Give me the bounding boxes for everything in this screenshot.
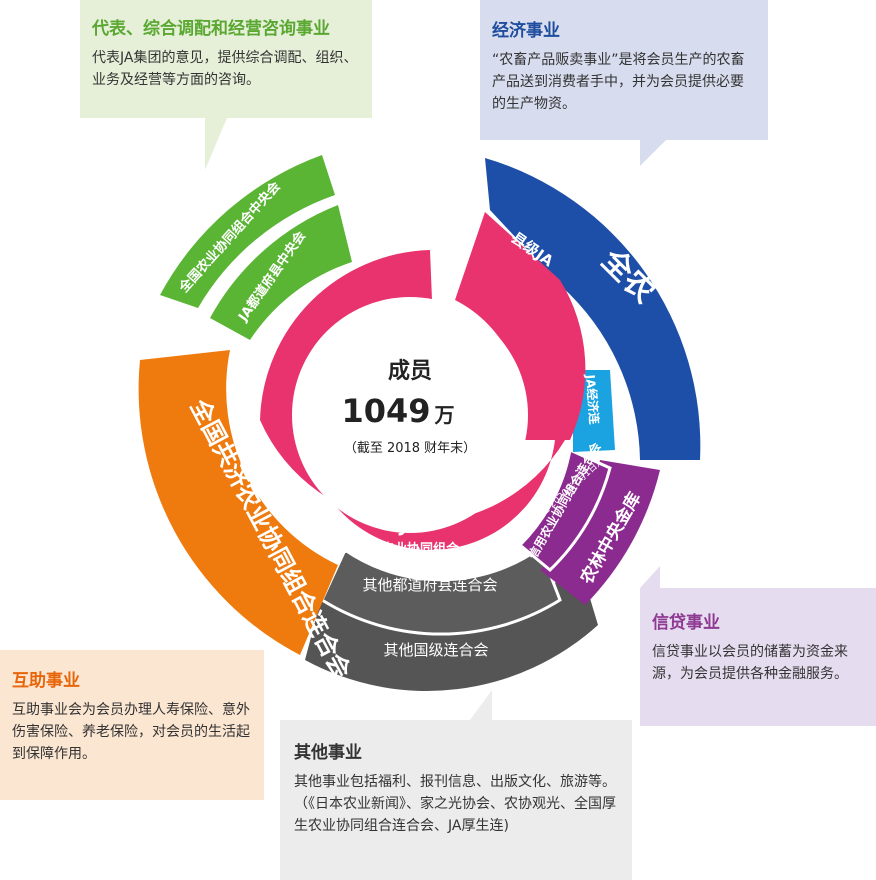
economy-pointer <box>640 140 666 166</box>
representation-box: 代表、综合调配和经营咨询事业 代表JA集团的意见，提供综合调配、组织、业务及经营… <box>80 0 372 118</box>
representation-desc: 代表JA集团的意见，提供综合调配、组织、业务及经营等方面的咨询。 <box>92 50 358 88</box>
central-union-segment <box>160 155 335 308</box>
norinchukin-segment <box>540 460 660 605</box>
ja-count-label: 584家农业协同组合 <box>341 541 460 557</box>
mutual-aid-desc: 互助事业会为会员办理人寿保险、意外伤害保险、养老保险，对会员的生活起到保障作用。 <box>12 702 250 762</box>
center-circle <box>292 297 528 533</box>
other-box: 其他事业 其他事业包括福利、报刊信息、出版文化、旅游等。（《日本农业新闻》、家之… <box>280 720 632 880</box>
mutual-aid-title: 互助事业 <box>12 671 80 691</box>
economy-desc: “农畜产品贩卖事业”是将会员生产的农畜产品送到消费者手中，并为会员提供必要的生产… <box>492 52 745 112</box>
members-note: （截至 2018 财年末） <box>344 441 476 456</box>
other-prefectural-label: 其他都道府县连合会 <box>362 576 497 594</box>
representation-pointer <box>205 118 227 170</box>
mutual-aid-box: 互助事业 互助事业会为会员办理人寿保险、意外伤害保险、养老保险，对会员的生活起到… <box>0 650 264 800</box>
credit-pointer <box>640 566 660 588</box>
other-title: 其他事业 <box>294 743 362 763</box>
credit-title: 信贷事业 <box>652 613 720 633</box>
credit-desc: 信贷事业以会员的储蓄为资金来源，为会员提供各种金融服务。 <box>652 644 848 682</box>
economy-box: 经济事业 “农畜产品贩卖事业”是将会员生产的农畜产品送到消费者手中，并为会员提供… <box>480 0 768 140</box>
shinren-segment <box>517 447 612 573</box>
zenkyoren-segment <box>138 350 338 655</box>
ja-label: JA <box>398 516 421 537</box>
other-pointer <box>470 690 492 720</box>
other-national-label: 其他国级连合会 <box>383 641 488 659</box>
economy-title: 经济事业 <box>492 21 560 41</box>
representation-title: 代表、综合调配和经营咨询事业 <box>92 19 330 39</box>
zennoh-segment <box>485 158 701 460</box>
prefectural-ja-segment <box>455 212 586 440</box>
members-label: 成员 <box>388 359 432 384</box>
other-desc: 其他事业包括福利、报刊信息、出版文化、旅游等。（《日本农业新闻》、家之光协会、农… <box>294 774 616 834</box>
prefectural-central-segment <box>210 205 352 340</box>
ja-economic-label: JA经济连 <box>583 373 602 426</box>
credit-box: 信贷事业 信贷事业以会员的储蓄为资金来源，为会员提供各种金融服务。 <box>640 588 876 726</box>
